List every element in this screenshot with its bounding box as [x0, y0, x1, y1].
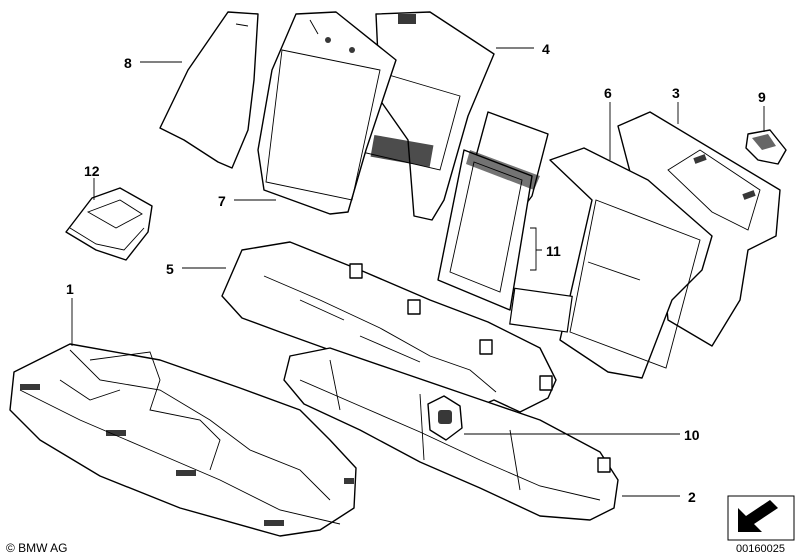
part-1-seat-frame	[9, 343, 357, 537]
document-number: 00160025	[736, 543, 785, 555]
callout-9: 9	[758, 89, 766, 105]
part-5-cushion	[221, 241, 557, 413]
callout-10: 10	[684, 427, 700, 443]
part-4-backrest-frame-center	[361, 11, 495, 221]
arrow-icon	[727, 495, 795, 541]
part-10-cover	[427, 395, 463, 441]
callout-11: 11	[546, 243, 561, 259]
part-8-side-panel	[159, 11, 259, 169]
part-12-tray	[65, 187, 153, 261]
callout-7: 7	[218, 193, 226, 209]
callout-3: 3	[672, 85, 680, 101]
part-6-backrest-right	[509, 147, 713, 379]
part-7-backrest-left	[257, 11, 397, 215]
callout-6: 6	[604, 85, 612, 101]
callout-8: 8	[124, 55, 132, 71]
callout-1: 1	[66, 281, 74, 297]
callout-4: 4	[542, 41, 550, 57]
copyright-text: © BMW AG	[6, 541, 68, 555]
part-9-bracket	[745, 129, 787, 165]
callouts: 8 4 6 3 9 12 7 11 5 1 10 2	[66, 41, 766, 505]
callout-2: 2	[688, 489, 696, 505]
callout-5: 5	[166, 261, 174, 277]
leader-lines	[71, 47, 765, 497]
part-11-armrest	[437, 111, 549, 311]
callout-12: 12	[84, 163, 100, 179]
leader-11	[530, 227, 542, 271]
